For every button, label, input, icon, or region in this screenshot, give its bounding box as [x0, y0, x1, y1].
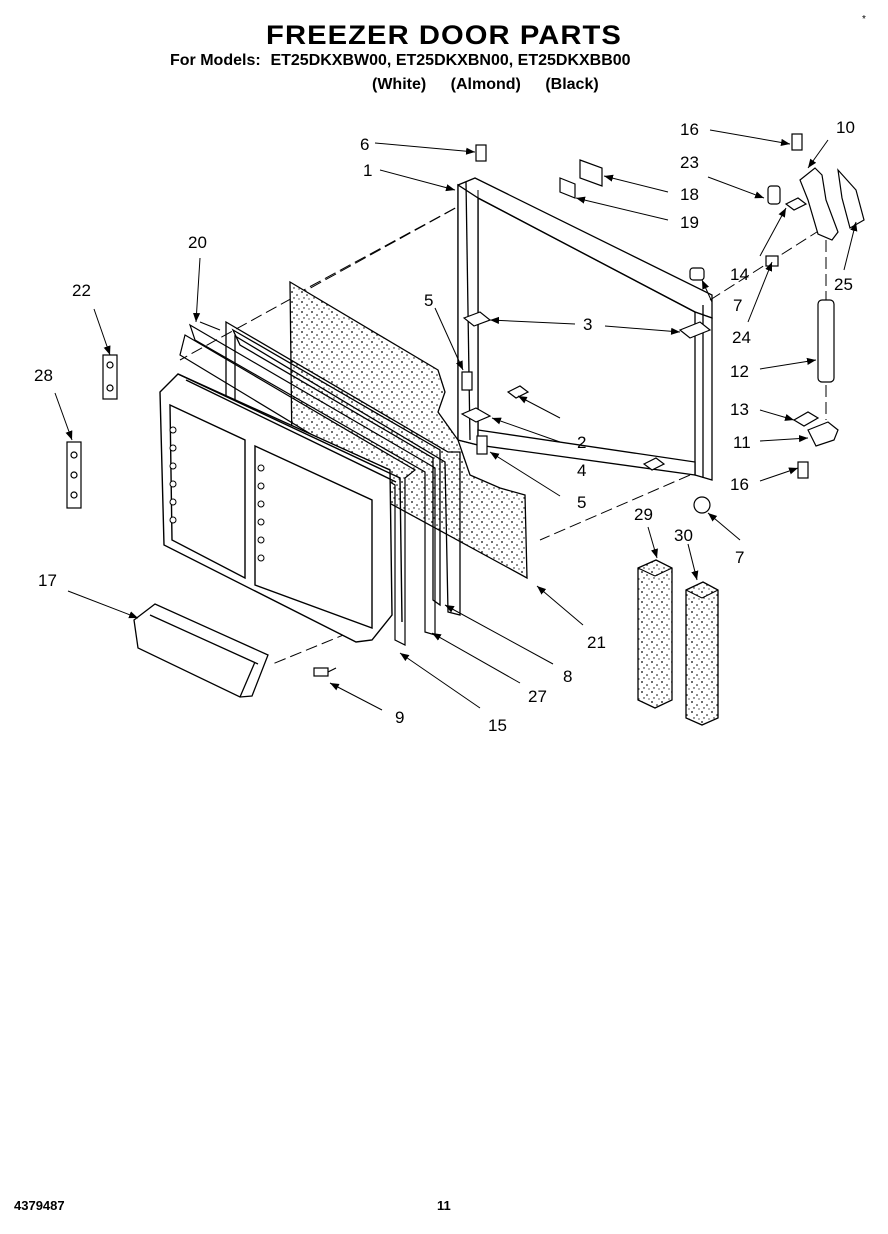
- bracket-part-4: [460, 407, 492, 423]
- callout-6: 6: [360, 135, 369, 154]
- callout-8: 8: [563, 667, 572, 686]
- hinge-part-10: [799, 167, 839, 241]
- screw-part-16-top: [791, 133, 803, 151]
- callout-5a: 5: [424, 291, 433, 310]
- bracket-part-22: [102, 354, 118, 400]
- callout-27: 27: [528, 687, 547, 706]
- screw-part-9: [313, 667, 337, 677]
- callout-17: 17: [38, 571, 57, 590]
- callout-numbers: 1 2 3 3 4 5 5 6 7 7 8 9 10 11 12 13 14 1…: [34, 118, 855, 735]
- hinge-part-11: [807, 421, 839, 447]
- callout-21: 21: [587, 633, 606, 652]
- door-bin-part-17: [133, 603, 269, 698]
- foam-block-part-30: [685, 581, 719, 726]
- callout-9: 9: [395, 708, 404, 727]
- page-title: FREEZER DOOR PARTS: [266, 20, 622, 50]
- callout-25: 25: [834, 275, 853, 294]
- variant-black: (Black): [545, 76, 599, 93]
- callout-4: 4: [577, 461, 586, 480]
- screw-part-5-top: [461, 371, 473, 391]
- cover-part-25: [837, 168, 865, 229]
- labels-part-18-19: [559, 159, 603, 199]
- callout-11: 11: [733, 433, 751, 452]
- handle-insert-part-12: [817, 299, 835, 383]
- fasteners: [460, 133, 809, 514]
- shim-part-14: [784, 197, 808, 211]
- callout-16a: 16: [680, 120, 699, 139]
- callout-22: 22: [72, 281, 91, 300]
- callout-5b: 5: [577, 493, 586, 512]
- callout-18: 18: [680, 185, 699, 204]
- screw-part-5-bottom: [476, 435, 488, 455]
- bracket-part-28: [66, 441, 82, 509]
- callout-7b: 7: [735, 548, 744, 567]
- color-variants: (White) (Almond) (Black): [372, 76, 619, 94]
- callout-12: 12: [730, 362, 749, 381]
- callout-14: 14: [730, 265, 749, 284]
- callout-3a: 3: [583, 315, 592, 334]
- callout-30: 30: [674, 526, 693, 545]
- callout-29: 29: [634, 505, 653, 524]
- variant-almond: (Almond): [450, 76, 521, 93]
- models-label: For Models:: [170, 52, 261, 69]
- door-button-dots-middle: [257, 464, 265, 562]
- callout-28: 28: [34, 366, 53, 385]
- callout-24: 24: [732, 328, 751, 347]
- screw-part-16-bottom: [797, 461, 809, 479]
- callout-23: 23: [680, 153, 699, 172]
- gasket-strips: [179, 321, 436, 646]
- callout-1: 1: [363, 161, 372, 180]
- outer-door-part-20: [159, 373, 403, 643]
- callout-10: 10: [836, 118, 855, 137]
- bracket-part-3-right: [678, 321, 712, 339]
- document-number: 4379487: [14, 1198, 65, 1213]
- stop-part-7-top: [689, 267, 705, 281]
- models-line: For Models: ET25DKXBW00, ET25DKXBN00, ET…: [170, 52, 631, 70]
- callout-7a: 7: [733, 296, 742, 315]
- screw-part-6: [475, 144, 487, 162]
- callout-19: 19: [680, 213, 699, 232]
- callout-16b: 16: [730, 475, 749, 494]
- callout-2: 2: [577, 433, 586, 452]
- bumper-part-2-b: [642, 457, 666, 471]
- callout-leaders: [54, 129, 858, 711]
- callout-15: 15: [488, 716, 507, 735]
- screw-part-24: [765, 255, 779, 267]
- door-button-dots-left: [169, 426, 177, 524]
- door-frame-part-1: [457, 177, 713, 481]
- bumper-part-2-a: [506, 385, 530, 399]
- variant-white: (White): [372, 76, 427, 93]
- callout-13: 13: [730, 400, 749, 419]
- callout-20: 20: [188, 233, 207, 252]
- corner-mark: *: [862, 14, 866, 25]
- insulation-panel-part-21: [289, 280, 528, 580]
- cover-part-23: [767, 185, 781, 205]
- page-number: 11: [437, 1198, 451, 1213]
- foam-block-part-29: [637, 559, 673, 709]
- models-list: ET25DKXBW00, ET25DKXBN00, ET25DKXBB00: [270, 52, 631, 69]
- nut-part-7-bottom: [693, 496, 711, 514]
- plate-part-13: [792, 411, 820, 427]
